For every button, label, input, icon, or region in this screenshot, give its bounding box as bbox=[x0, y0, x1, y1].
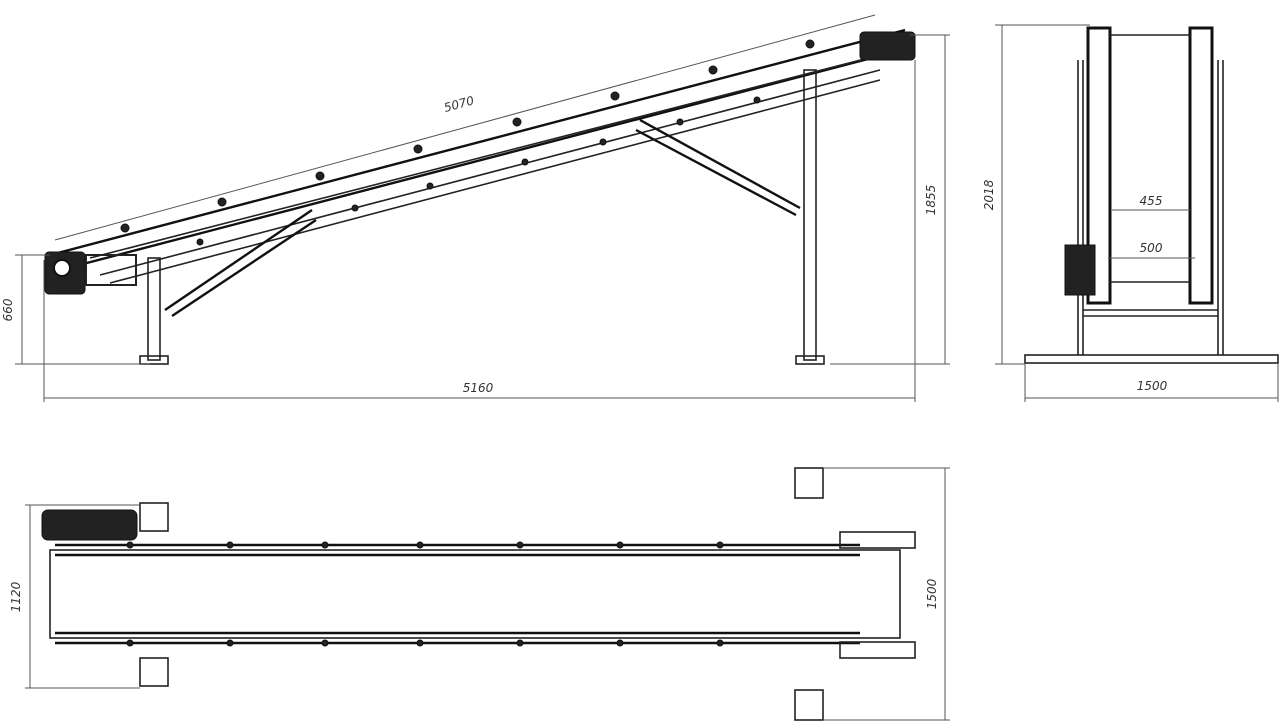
dim-total-length: 5160 bbox=[463, 381, 494, 395]
top-view-cleats bbox=[126, 541, 724, 647]
dim-line-belt-length bbox=[54, 14, 876, 241]
base-plate bbox=[1024, 354, 1279, 364]
belt-top-edge bbox=[49, 28, 906, 257]
end-view: 455 500 2018 1500 bbox=[982, 24, 1279, 402]
frame-rail bbox=[99, 69, 881, 276]
top-view: 1120 1500 bbox=[9, 467, 950, 721]
tail-pulley bbox=[859, 31, 916, 61]
top-view-motor bbox=[41, 509, 138, 541]
dim-belt-length: 5070 bbox=[442, 93, 475, 115]
rear-leg bbox=[803, 69, 817, 361]
side-view: 5070 1855 660 5160 bbox=[1, 14, 950, 402]
front-brace bbox=[164, 209, 313, 311]
dim-frame-width: 1120 bbox=[9, 581, 23, 612]
dim-base-width: 1500 bbox=[1137, 379, 1168, 393]
end-motor bbox=[1064, 244, 1096, 296]
front-leg bbox=[147, 257, 161, 361]
belt-inner-line bbox=[89, 54, 881, 259]
belt-top bbox=[49, 549, 901, 639]
dim-belt-width: 500 bbox=[1140, 241, 1163, 255]
belt-cleats bbox=[120, 39, 815, 246]
dim-end-height: 2018 bbox=[982, 179, 996, 210]
belt-bottom-edge bbox=[59, 46, 911, 272]
rear-leg-foot bbox=[795, 355, 825, 365]
dim-inner-width: 455 bbox=[1140, 194, 1163, 208]
frame-rail-lower bbox=[109, 79, 881, 284]
front-leg-foot bbox=[139, 355, 169, 365]
rear-brace bbox=[639, 118, 801, 210]
dim-overall-width: 1500 bbox=[925, 578, 939, 609]
gearbox bbox=[85, 254, 137, 286]
right-chain-rail bbox=[1188, 26, 1214, 305]
dim-inlet-height: 660 bbox=[1, 298, 15, 321]
dim-total-height: 1855 bbox=[924, 185, 938, 216]
left-chain-rail bbox=[1086, 26, 1112, 305]
